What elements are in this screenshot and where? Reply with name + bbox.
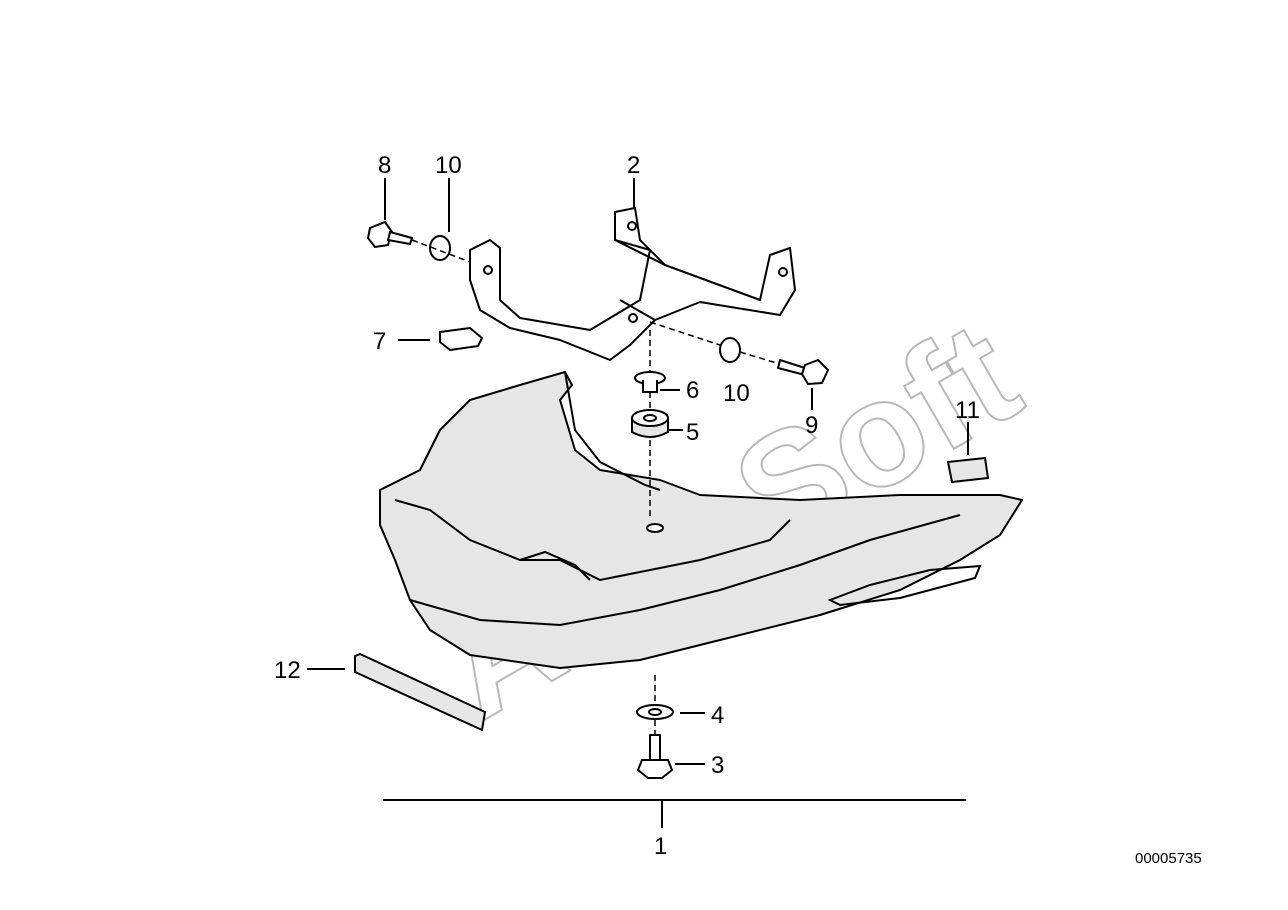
callout-10-right: 10 bbox=[723, 380, 750, 407]
rubber-mount-part-5 bbox=[631, 409, 669, 438]
engine-guard-plate bbox=[379, 371, 1023, 669]
callout-3: 3 bbox=[711, 752, 724, 779]
callout-12: 12 bbox=[274, 657, 301, 684]
assembly-line-left bbox=[411, 239, 471, 263]
callout-1: 1 bbox=[654, 833, 667, 860]
bolt-part-8 bbox=[367, 221, 413, 248]
strip-part-12 bbox=[354, 653, 486, 731]
washer-part-4 bbox=[636, 704, 674, 720]
washer-part-10-left bbox=[429, 235, 451, 261]
callout-4: 4 bbox=[711, 702, 724, 729]
pad-part-11 bbox=[947, 457, 989, 483]
clip-part-7 bbox=[439, 327, 483, 351]
bolt-part-9 bbox=[777, 359, 829, 385]
callout-7: 7 bbox=[373, 328, 386, 355]
bracket bbox=[469, 207, 796, 361]
bolt-part-3 bbox=[637, 734, 673, 779]
callout-2: 2 bbox=[627, 152, 640, 179]
callout-5: 5 bbox=[686, 419, 699, 446]
leader-lines bbox=[307, 178, 969, 828]
callout-10-left: 10 bbox=[435, 152, 462, 179]
diagram-number: 00005735 bbox=[1135, 850, 1202, 867]
callout-9: 9 bbox=[805, 412, 818, 439]
washer-part-10-right bbox=[719, 337, 741, 363]
callout-8: 8 bbox=[378, 152, 391, 179]
callout-6: 6 bbox=[686, 377, 699, 404]
assembly-line-right bbox=[649, 321, 781, 365]
callout-11: 11 bbox=[955, 397, 980, 424]
